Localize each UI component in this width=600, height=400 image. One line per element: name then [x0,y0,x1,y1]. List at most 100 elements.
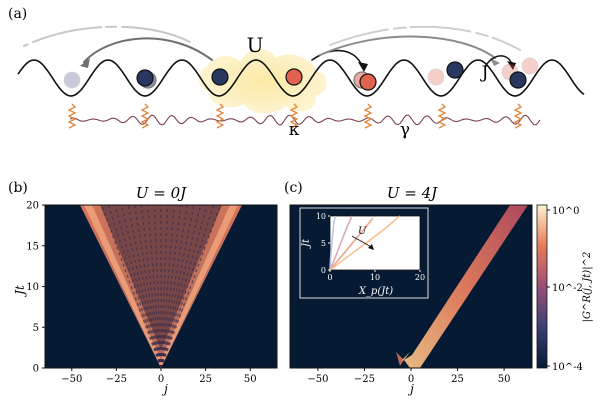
colorbar-gradient [536,204,548,369]
hopping-label: J [480,63,489,83]
panel-b-fringe [127,205,162,368]
dephasing-label: γ [400,120,410,140]
inset-series-line [329,215,353,271]
hop-arrow-right-near [311,49,363,67]
inset-x-tick-label: 0 [327,273,332,282]
x-tick-label: 50 [498,374,511,385]
spring [289,103,299,129]
particles [63,57,539,91]
panel-b-fringe [114,205,162,368]
panel-c-title: U = 4J [387,184,438,202]
inset-annotation-arrow-head [368,244,374,250]
hop-arrow-left-far [23,25,191,47]
inset-xlabel: X_p(Jt) [358,286,393,297]
panel-c-label: (c) [284,180,303,196]
particle-blue [211,68,229,86]
panel-c-inset: 0 10 20 0 5 10 X_p(Jt) Jt U [299,207,429,299]
interaction-glow [198,48,327,114]
lattice-potential [17,59,585,97]
panel-b-fringe [160,205,208,368]
inset-series-line [329,215,401,271]
spring [140,103,150,129]
hop-arrow-right-mid-head [490,58,500,66]
panel-b-fringe [160,205,215,368]
inset-series-line [329,215,337,271]
spring [513,103,523,129]
panel-b-ylabel: Jt [13,285,27,298]
inset-annotation: U [358,226,367,237]
spring [437,103,447,129]
panel-b-label: (b) [8,180,28,196]
x-tick-label: 25 [199,374,212,385]
x-tick-label: −25 [106,374,127,385]
inset-lines [329,215,401,271]
panel-b-title: U = 0J [136,184,187,202]
hop-arrow-left-near-head [80,58,90,68]
y-tick-label: 0 [33,364,39,375]
inset-ylabel: Jt [301,238,312,249]
spring [67,103,77,129]
inset-x-tick-label: 10 [370,273,380,282]
inset-axes: 0 10 20 0 5 10 [316,212,425,282]
y-tick-label: 5 [33,323,39,334]
panel-b-xlabel: j [161,382,168,396]
x-tick-label: 0 [158,374,164,385]
hop-arrow-right-mid [319,35,496,59]
inset-series-line [329,217,374,271]
panel-b-fringe [160,205,222,368]
inset-plot-area [329,215,421,271]
panel-b-fringes [100,205,222,368]
inset-x-tick-label: 20 [415,273,425,282]
panel-b-fringe [107,205,162,368]
x-tick-label: 50 [244,374,257,385]
springs [67,103,523,129]
hop-arrow-right-near-head [358,62,368,72]
particle-ghost [63,71,81,89]
panel-a-label: (a) [8,6,27,22]
panel-c-beam [404,205,528,368]
hop-arrow-j [485,55,513,66]
panel-b-fringe [160,205,202,368]
hop-arrow-j-head [507,61,516,70]
bath-wave [69,114,541,126]
x-tick-label: 25 [451,374,464,385]
colorbar-tick-label-bottom: 10^-4 [552,362,583,373]
x-tick-label: 0 [408,374,414,385]
panel-a-schematic: (a) [8,6,585,140]
spring [363,103,373,129]
y-tick-label: 15 [26,241,39,252]
colorbar-tick-label-mid: 10^-2 [552,283,583,294]
colorbar-tick-label-top: 10^0 [552,206,579,217]
hop-arrow-right-far [329,25,521,51]
particle-ghost-red [427,68,445,86]
x-tick-label: −50 [307,374,328,385]
x-tick-label: −50 [61,374,82,385]
panel-b-fringe [120,205,162,368]
particle-red [285,68,303,86]
spring [215,103,225,129]
y-tick-label: 20 [26,201,39,212]
panel-c-axes: −50 −25 0 25 50 [307,368,510,385]
panel-b-fringe [100,205,162,368]
particle-blue [509,71,527,89]
panel-c-source-left [396,352,404,366]
x-tick-label: −25 [354,374,375,385]
hop-arrow-left-near [83,37,213,63]
panel-b-fringe [160,205,195,368]
panel-c-xlabel: j [407,382,414,396]
panel-b-cone-interior [100,205,222,352]
inset-y-tick-label: 10 [316,212,326,221]
particle-red [359,73,377,91]
particle-blue [446,61,464,79]
inset-y-tick-label: 5 [321,239,326,248]
interaction-label: U [247,33,264,57]
inset-y-tick-label: 0 [321,266,326,275]
particle-ghost-red [521,57,539,75]
loss-label: κ [289,120,300,140]
particle-blue [136,69,154,87]
hopping-arrows [23,25,521,72]
